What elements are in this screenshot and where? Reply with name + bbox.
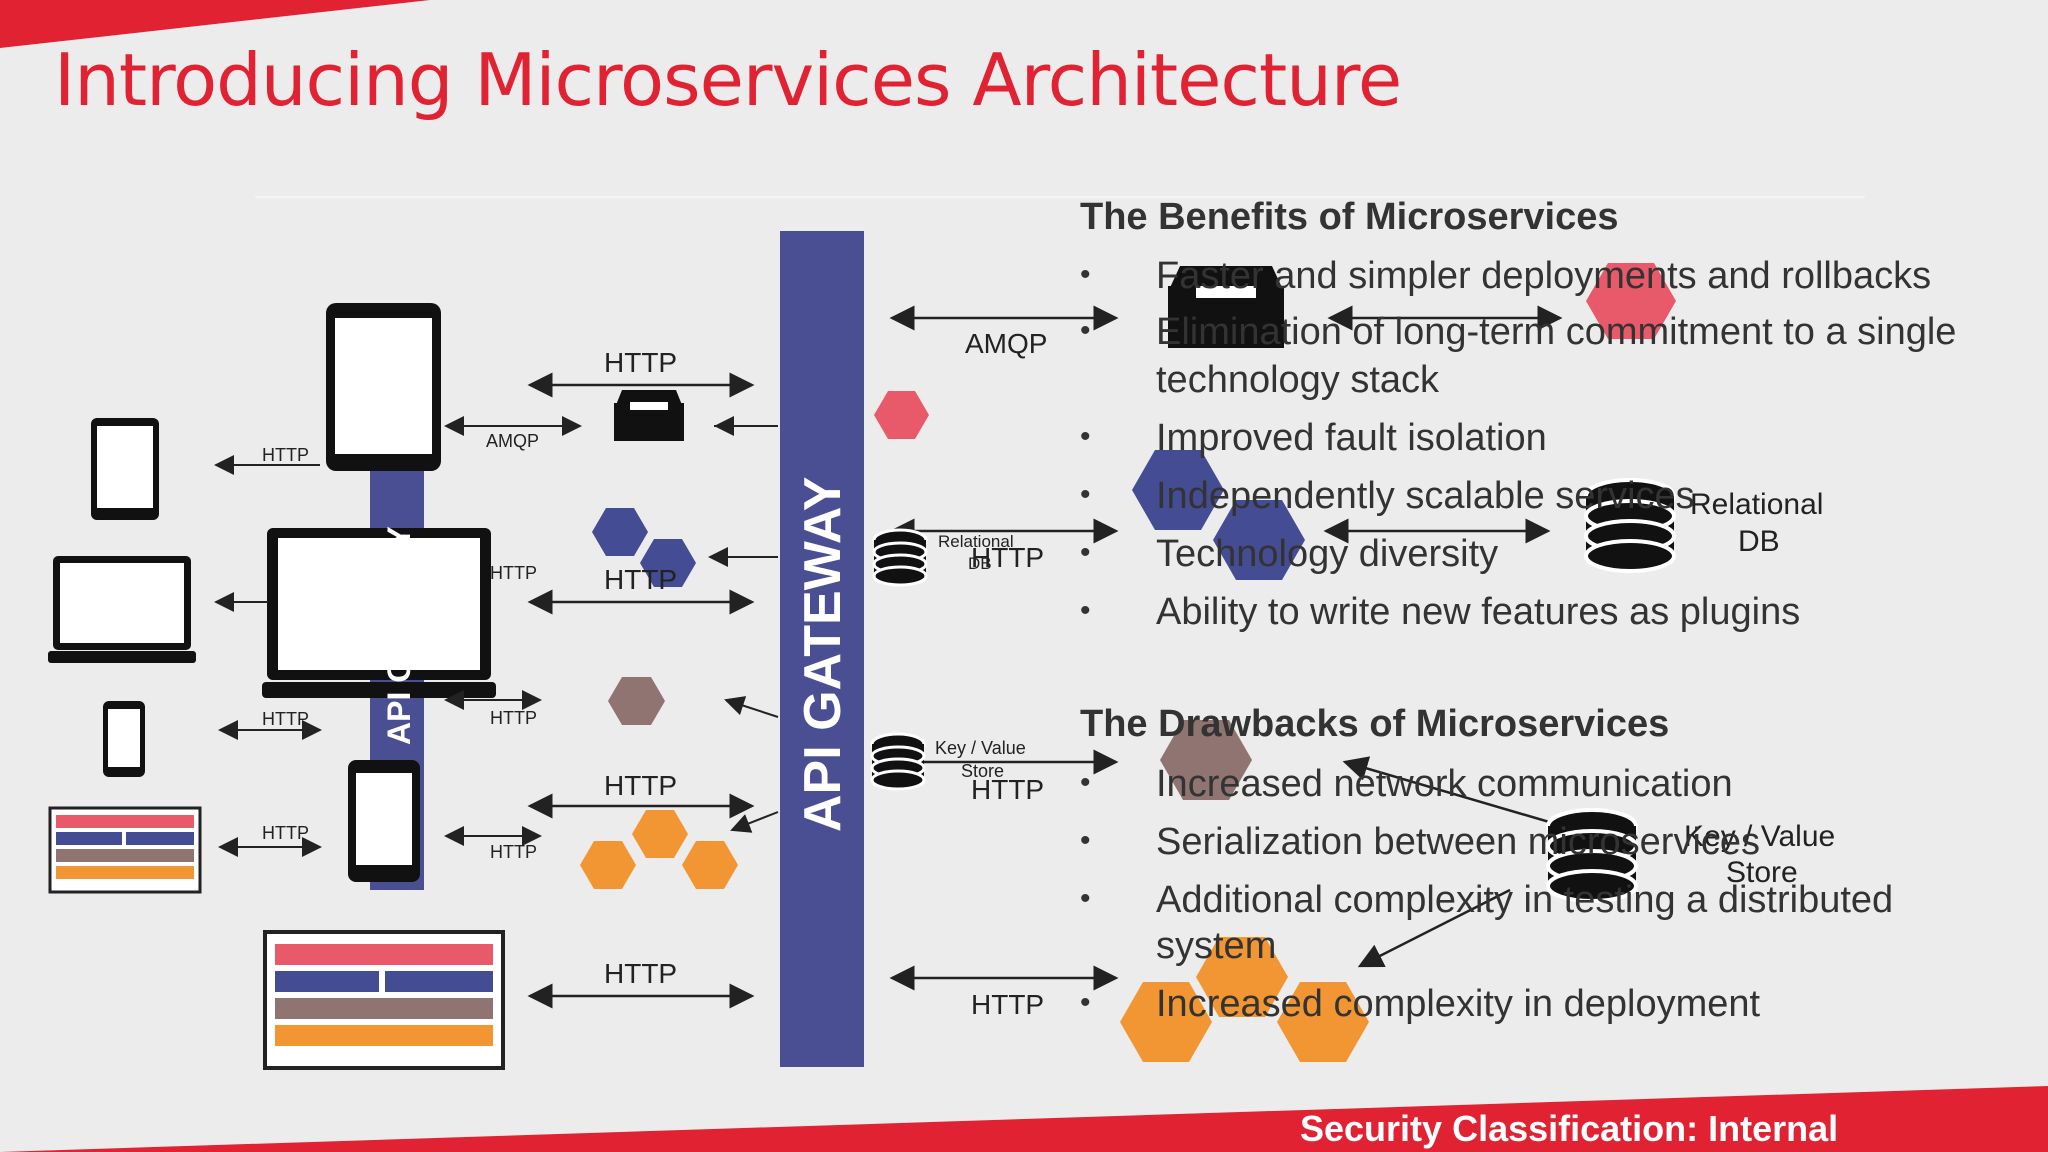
hexagon-brown-small: [608, 677, 665, 725]
relational-db-label-line1: Relational: [1690, 488, 1823, 521]
bullet: •: [1080, 986, 1091, 1019]
amqp-label: AMQP: [965, 328, 1047, 359]
http-label: HTTP: [262, 823, 309, 843]
benefit-item: Faster and simpler deployments and rollb…: [1156, 255, 1932, 297]
bullet: •: [1080, 258, 1091, 291]
large-phone-icon: [348, 760, 420, 882]
database-icon-small-kv: [870, 732, 926, 791]
kv-store-label-line1: Key / Value: [1684, 820, 1835, 853]
small-laptop-icon: [48, 556, 196, 663]
relational-db-label-line1: Relational: [938, 532, 1014, 551]
database-icon-large-relational: [1584, 478, 1676, 573]
api-gateway-bar: [780, 231, 864, 1067]
hexagon-blue-small: [592, 508, 696, 587]
benefit-item: Improved fault isolation: [1156, 417, 1547, 459]
large-web-app-icon: [263, 930, 505, 1070]
bullet: •: [1080, 478, 1091, 511]
kv-store-label-line2: Store: [1726, 856, 1798, 889]
http-label: HTTP: [604, 770, 677, 801]
hexagon-brown-large: [1160, 720, 1252, 800]
hexagon-blue-large: [1132, 450, 1305, 580]
small-phone-icon: [103, 701, 145, 777]
small-tablet-icon: [91, 418, 159, 520]
http-label: HTTP: [490, 563, 537, 583]
drawbacks-heading: The Drawbacks of Microservices: [1080, 703, 1670, 745]
http-label: HTTP: [490, 708, 537, 728]
large-laptop-icon: [262, 528, 496, 698]
bullet: •: [1080, 314, 1091, 347]
left-arrows: [214, 416, 779, 857]
http-label: HTTP: [604, 958, 677, 989]
benefit-item: Independently scalable services: [1156, 475, 1695, 517]
drawback-item: Increased complexity in deployment: [1156, 983, 1761, 1025]
message-queue-icon-small: [614, 390, 684, 441]
hexagon-orange-large: [1120, 937, 1369, 1062]
bullet: •: [1080, 594, 1091, 627]
http-label: HTTP: [971, 774, 1044, 805]
benefit-item: technology stack: [1156, 359, 1440, 401]
drawback-item: Increased network communication: [1156, 763, 1733, 805]
api-gateway-label: API GATEWAY: [794, 477, 852, 832]
http-label: HTTP: [262, 445, 309, 465]
kv-store-label-line2: Store: [961, 761, 1004, 781]
http-label: HTTP: [490, 842, 537, 862]
database-icon-small-relational: [872, 528, 928, 587]
page-title: Introducing Microservices Architecture: [54, 38, 1402, 122]
bullet: •: [1080, 882, 1091, 915]
http-label: HTTP: [604, 347, 677, 378]
http-label: HTTP: [604, 564, 677, 595]
drawback-item: Serialization between microservices: [1156, 821, 1761, 863]
bullet: •: [1080, 766, 1091, 799]
drawback-item: Additional complexity in testing a distr…: [1156, 879, 1894, 921]
middle-arrows: [527, 372, 755, 1009]
database-icon-large-kv: [1546, 808, 1638, 903]
message-queue-icon-large: [1168, 266, 1284, 348]
benefits-heading: The Benefits of Microservices: [1080, 196, 1619, 238]
http-label: HTTP: [971, 542, 1044, 573]
relational-db-label-line2: DB: [1738, 525, 1780, 558]
relational-db-label-line2: DB: [968, 554, 992, 573]
small-web-app-icon: [48, 806, 202, 894]
http-label: HTTP: [971, 989, 1044, 1020]
bullet: •: [1080, 536, 1091, 569]
divider: [255, 196, 1865, 198]
benefit-item: Technology diversity: [1156, 533, 1499, 575]
small-gateway-label: API GATEWAY: [381, 526, 417, 745]
security-classification: Security Classification: Internal: [1300, 1108, 1839, 1149]
hexagon-red-large: [1586, 263, 1676, 339]
benefit-item: Ability to write new features as plugins: [1156, 591, 1801, 633]
drawback-item: system: [1156, 925, 1277, 967]
http-label: HTTP: [262, 709, 309, 729]
bullet: •: [1080, 824, 1091, 857]
benefit-item: Elimination of long-term commitment to a…: [1156, 311, 1957, 353]
amqp-label: AMQP: [486, 431, 539, 451]
large-tablet-icon: [326, 303, 441, 471]
hexagon-orange-small: [580, 810, 738, 889]
hexagon-red-small: [874, 391, 929, 439]
kv-store-label-line1: Key / Value: [935, 738, 1026, 758]
bullet: •: [1080, 420, 1091, 453]
